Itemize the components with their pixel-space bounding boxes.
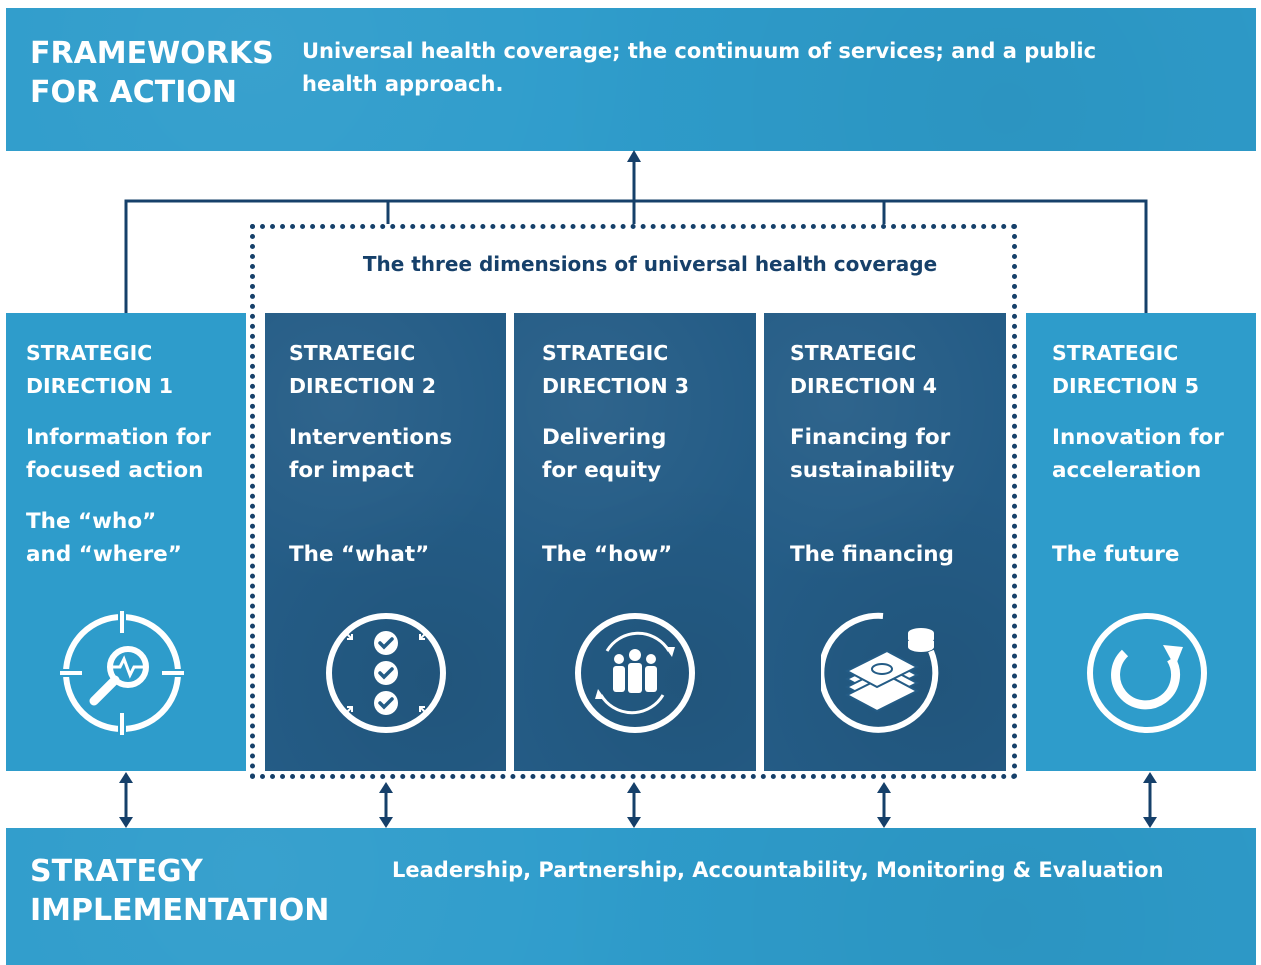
- direction-2-tag: The “what”: [289, 538, 429, 571]
- direction-2-line2: DIRECTION 2: [289, 373, 437, 398]
- direction-4-card: STRATEGIC DIRECTION 4 Financing for sust…: [764, 313, 1006, 771]
- direction-5-tag1: The future: [1052, 542, 1180, 567]
- frameworks-title-line2: FOR ACTION: [30, 75, 238, 110]
- direction-2-subtitle: Interventions for impact: [289, 421, 498, 488]
- frameworks-text-line2: health approach.: [302, 71, 504, 96]
- direction-3-heading: STRATEGIC DIRECTION 3: [542, 337, 689, 403]
- direction-1-line2: DIRECTION 1: [26, 373, 174, 398]
- direction-4-heading: STRATEGIC DIRECTION 4: [790, 337, 937, 403]
- implementation-title-line1: STRATEGY: [30, 854, 203, 889]
- direction-1-subtitle: Information for focused action: [26, 421, 238, 488]
- direction-3-tag1: The “how”: [542, 542, 673, 567]
- frameworks-title-line1: FRAMEWORKS: [30, 36, 274, 71]
- direction-5-line2: DIRECTION 5: [1052, 373, 1200, 398]
- direction-5-heading: STRATEGIC DIRECTION 5: [1052, 337, 1199, 403]
- direction-5-subtitle: Innovation for acceleration: [1052, 421, 1248, 488]
- implementation-title: STRATEGY IMPLEMENTATION: [30, 852, 329, 930]
- direction-4-line1: STRATEGIC: [790, 341, 917, 365]
- direction-2-line1: STRATEGIC: [289, 341, 416, 365]
- direction-4-sub1: Financing for: [790, 425, 951, 450]
- direction-1-heading: STRATEGIC DIRECTION 1: [26, 337, 173, 403]
- direction-3-sub2: for equity: [542, 458, 662, 484]
- frameworks-band: FRAMEWORKS FOR ACTION Universal health c…: [6, 8, 1256, 151]
- direction-5-line1: STRATEGIC: [1052, 341, 1179, 365]
- direction-2-card: STRATEGIC DIRECTION 2 Interventions for …: [265, 313, 506, 771]
- direction-5-card: STRATEGIC DIRECTION 5 Innovation for acc…: [1026, 313, 1256, 771]
- direction-3-sub1: Delivering: [542, 425, 667, 450]
- direction-2-tag1: The “what”: [289, 542, 430, 567]
- frameworks-text: Universal health coverage; the continuum…: [302, 35, 1096, 100]
- direction-3-line2: DIRECTION 3: [542, 373, 690, 398]
- direction-2-heading: STRATEGIC DIRECTION 2: [289, 337, 436, 403]
- people-cycle-icon: [575, 613, 695, 733]
- frameworks-text-line1: Universal health coverage; the continuum…: [302, 39, 1097, 63]
- direction-5-sub2: acceleration: [1052, 458, 1202, 484]
- direction-3-subtitle: Delivering for equity: [542, 421, 748, 488]
- dimensions-title: The three dimensions of universal health…: [362, 252, 938, 276]
- circular-arrow-icon: [1087, 613, 1207, 733]
- direction-1-tag1: The “who”: [26, 509, 157, 534]
- direction-1-sub2: focused action: [26, 458, 204, 484]
- money-stack-icon: [821, 612, 939, 733]
- direction-1-tag2: and “where”: [26, 542, 182, 568]
- implementation-title-line2: IMPLEMENTATION: [30, 893, 330, 928]
- direction-5-sub1: Innovation for: [1052, 425, 1224, 450]
- direction-3-line1: STRATEGIC: [542, 341, 669, 365]
- direction-1-tag: The “who” and “where”: [26, 505, 182, 572]
- direction-3-card: STRATEGIC DIRECTION 3 Delivering for equ…: [514, 313, 756, 771]
- direction-2-sub1: Interventions: [289, 425, 453, 450]
- direction-1-line1: STRATEGIC: [26, 341, 153, 365]
- direction-4-tag: The financing: [790, 538, 954, 571]
- implementation-text: Leadership, Partnership, Accountability,…: [392, 858, 1164, 882]
- direction-5-tag: The future: [1052, 538, 1179, 571]
- direction-2-sub2: for impact: [289, 458, 414, 484]
- dimensions-group: [250, 224, 1017, 779]
- implementation-band: STRATEGY IMPLEMENTATION Leadership, Part…: [6, 828, 1256, 965]
- direction-4-sub2: sustainability: [790, 458, 955, 484]
- direction-3-tag: The “how”: [542, 538, 672, 571]
- direction-1-card: STRATEGIC DIRECTION 1 Information for fo…: [6, 313, 246, 771]
- frameworks-title: FRAMEWORKS FOR ACTION: [30, 34, 274, 112]
- direction-4-subtitle: Financing for sustainability: [790, 421, 998, 488]
- direction-1-sub1: Information for: [26, 425, 211, 450]
- search-target-icon: [60, 611, 184, 735]
- direction-4-tag1: The financing: [790, 542, 954, 567]
- checklist-icon: [325, 613, 446, 733]
- direction-4-line2: DIRECTION 4: [790, 373, 938, 398]
